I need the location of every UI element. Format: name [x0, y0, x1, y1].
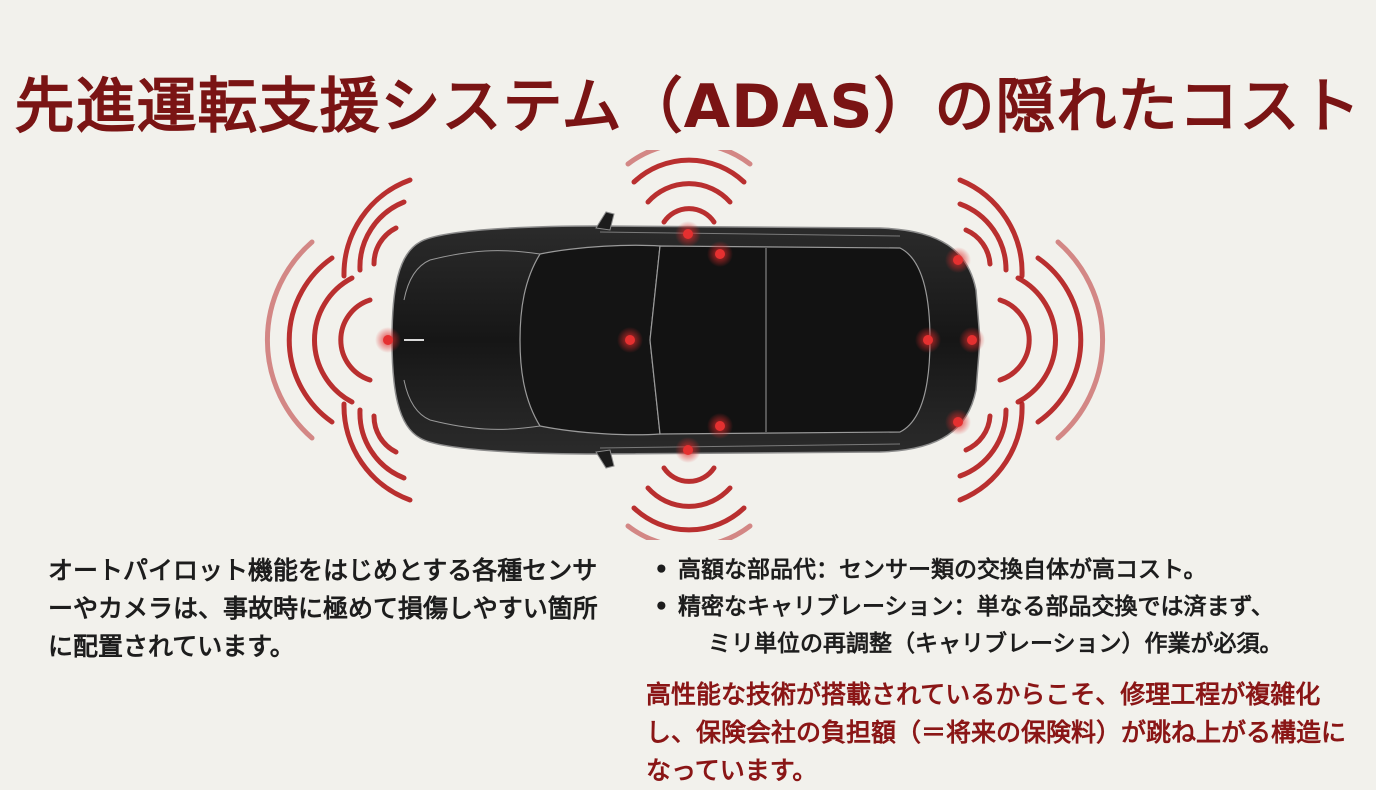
- page-title: 先進運転支援システム（ADAS）の隠れたコスト: [14, 72, 1362, 142]
- bullet-text: 高額な部品代：センサー類の交換自体が高コスト。: [678, 557, 1207, 583]
- bullet-item-parts-cost: • 高額な部品代：センサー類の交換自体が高コスト。: [654, 552, 1364, 589]
- bullet-marker: •: [654, 557, 669, 583]
- sensor-dot-right-pillar: [707, 413, 733, 439]
- sensor-dot-front: [375, 327, 401, 353]
- cost-bullet-list: • 高額な部品代：センサー類の交換自体が高コスト。 • 精密なキャリブレーション…: [654, 552, 1364, 663]
- rear-left-sensor-waves: [957, 177, 1025, 279]
- sensor-dot-rear-center: [915, 327, 941, 353]
- bullet-item-calibration: • 精密なキャリブレーション：単なる部品交換では済まず、 ミリ単位の再調整（キャ…: [654, 589, 1364, 663]
- sensor-dot-front-camera: [617, 327, 643, 353]
- sensor-dot-rear: [959, 327, 985, 353]
- rear-center-sensor-waves: [997, 239, 1106, 441]
- front-right-sensor-waves: [341, 401, 413, 503]
- left-side-sensor-waves: [625, 150, 753, 225]
- sensor-dot-rear-left: [945, 247, 971, 273]
- front-center-sensor-waves: [264, 239, 373, 441]
- bullet-text-continued: ミリ単位の再調整（キャリブレーション）作業が必須。: [708, 631, 1283, 657]
- front-left-sensor-waves: [341, 177, 413, 279]
- rear-right-sensor-waves: [957, 401, 1025, 503]
- sensor-dot-rear-right: [945, 409, 971, 435]
- bullet-marker: •: [654, 594, 669, 620]
- sensor-dot-left-mirror: [675, 221, 701, 247]
- car-top-view-icon: [391, 211, 981, 469]
- sensor-dot-right-mirror: [675, 437, 701, 463]
- sensor-dot-left-pillar: [707, 241, 733, 267]
- right-side-sensor-waves: [625, 465, 753, 540]
- adas-car-diagram: [264, 150, 1106, 540]
- sensor-markers: [375, 221, 985, 463]
- conclusion-text: 高性能な技術が搭載されているからこそ、修理工程が複雑化し、保険会社の負担額（＝将…: [646, 680, 1347, 785]
- intro-text: オートパイロット機能をはじめとする各種センサーやカメラは、事故時に極めて損傷しや…: [48, 556, 598, 661]
- bullet-text: 精密なキャリブレーション：単なる部品交換では済まず、: [678, 594, 1274, 620]
